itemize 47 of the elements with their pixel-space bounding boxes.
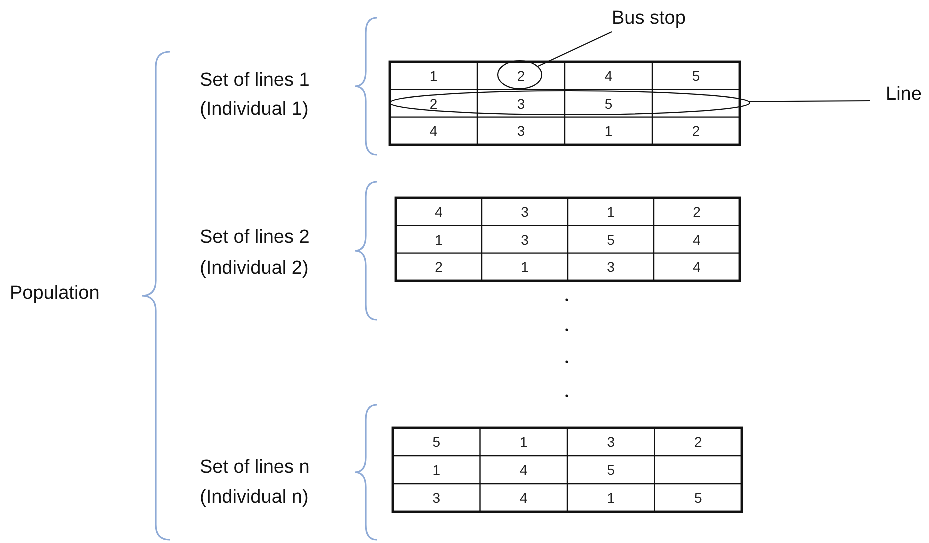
population-label: Population: [10, 283, 100, 305]
leader-line: [749, 100, 870, 102]
table-cell-text: 2: [692, 204, 702, 219]
group-title: Set of lines 2: [200, 227, 310, 249]
table-cell-text: 3: [520, 232, 530, 246]
callout-label: Line: [886, 84, 922, 106]
group-title: Set of lines n: [200, 457, 310, 479]
table-cell-text: 1: [428, 68, 439, 83]
leader-line: [538, 32, 612, 68]
group-title: Set of lines 1: [200, 70, 310, 92]
table-cell-text: 4: [434, 204, 444, 219]
table-cell-text: 5: [432, 435, 442, 449]
table-cell-text: 5: [604, 96, 614, 110]
table-cell-text: 4: [518, 463, 529, 477]
table-cell-text: 4: [692, 232, 702, 246]
table-cell-text: 5: [691, 68, 702, 83]
group-subtitle: (Individual 1): [200, 99, 309, 121]
table-cell-text: 3: [606, 435, 616, 449]
table-cell-text: 4: [604, 68, 614, 83]
table-cell-text: 5: [693, 491, 704, 505]
table-cell-text: 3: [432, 491, 442, 505]
table-cell-text: 3: [520, 204, 530, 219]
table-cell-text: 4: [692, 260, 702, 274]
table-cell-text: 3: [606, 260, 616, 274]
table-cell-text: 2: [428, 96, 439, 110]
table-cell-text: 2: [693, 435, 704, 449]
table-cell-text: 3: [516, 124, 526, 138]
table-cell-text: 1: [432, 463, 442, 477]
row-ellipse: [389, 90, 751, 116]
callout-label: Bus stop: [612, 8, 686, 30]
table-cell-text: 4: [428, 124, 439, 138]
group-subtitle: (Individual 2): [200, 258, 309, 280]
table-cell-text: 4: [518, 491, 529, 505]
table-cell-text: 1: [604, 124, 614, 138]
table-cell-text: 2: [434, 260, 444, 274]
table-cell-text: 2: [516, 68, 526, 83]
table-cell-text: 1: [520, 260, 530, 274]
table-cell-text: 1: [518, 435, 529, 449]
table-cell-text: 3: [516, 96, 526, 110]
table-cell-text: 1: [434, 232, 444, 246]
table-cell-text: 5: [606, 463, 616, 477]
table-cell-text: 2: [691, 124, 702, 138]
stop-ellipse: [497, 60, 543, 90]
table-cell-text: 1: [606, 204, 616, 219]
table-cell-text: 1: [606, 491, 616, 505]
group-subtitle: (Individual n): [200, 487, 309, 509]
table-cell-text: 5: [606, 232, 616, 246]
